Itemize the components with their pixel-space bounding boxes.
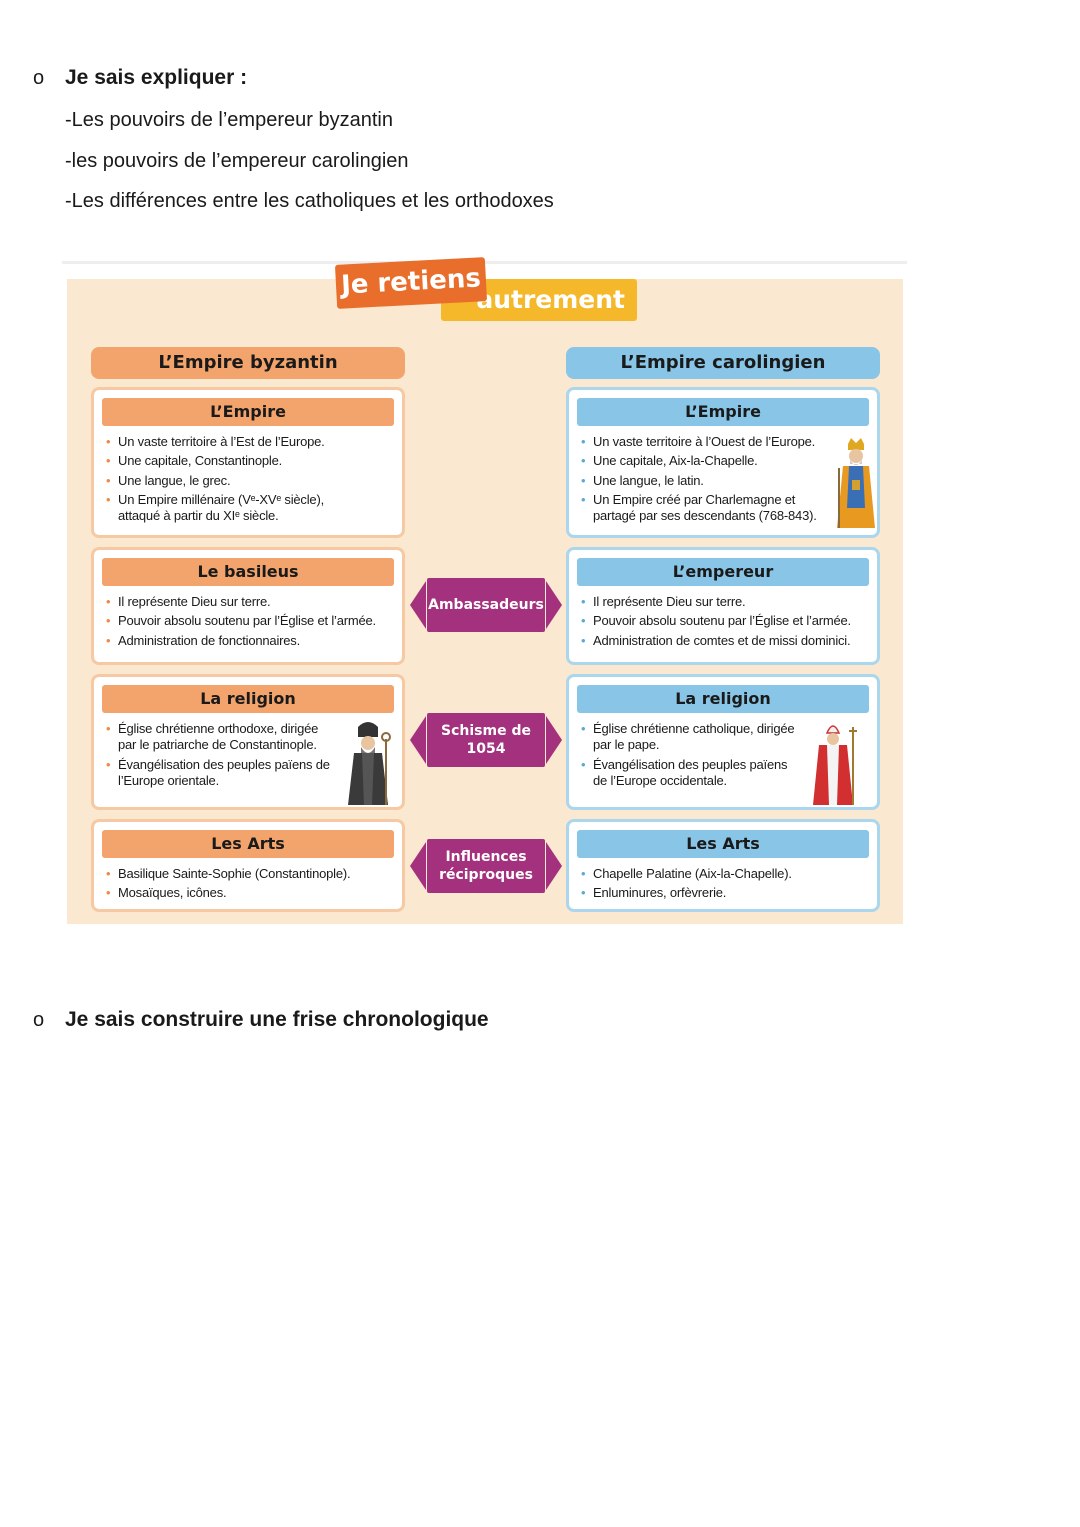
card-title: Le basileus <box>102 558 394 586</box>
list-item: Un vaste territoire à l’Ouest de l’Europ… <box>579 434 841 450</box>
list-item: Mosaïques, icônes. <box>104 885 350 901</box>
list-item: Une langue, le latin. <box>579 473 841 489</box>
card-title: Les Arts <box>577 830 869 858</box>
card-title: L’Empire <box>102 398 394 426</box>
list-item: Une langue, le grec. <box>104 473 348 489</box>
section-heading-timeline: Je sais construire une frise chronologiq… <box>65 1008 489 1032</box>
carolingian-arts-card: Les Arts Chapelle Palatine (Aix-la-Chape… <box>566 819 880 912</box>
list-item: Évangélisation des peuples païens de l’E… <box>579 757 799 790</box>
byzantine-empire-card: L’Empire Un vaste territoire à l’Est de … <box>91 387 405 538</box>
list-item: Un Empire millénaire (Vᵉ-XVᵉ siècle), at… <box>104 492 348 525</box>
byzantine-header: L’Empire byzantin <box>91 347 405 379</box>
influences-label: Influences réciproques <box>427 839 545 893</box>
byzantine-arts-card: Les Arts Basilique Sainte-Sophie (Consta… <box>91 819 405 912</box>
card-title: La religion <box>577 685 869 713</box>
list-item: Administration de fonctionnaires. <box>104 633 376 649</box>
list-item: Il représente Dieu sur terre. <box>104 594 376 610</box>
charlemagne-illustration <box>835 438 877 530</box>
list-item: Une capitale, Aix-la-Chapelle. <box>579 453 841 469</box>
list-item: Église chrétienne orthodoxe, dirigée par… <box>104 721 339 754</box>
objective-line: -les pouvoirs de l’empereur carolingien <box>65 150 409 173</box>
card-title: L’empereur <box>577 558 869 586</box>
list-item: Église chrétienne catholique, dirigée pa… <box>579 721 799 754</box>
list-item: Basilique Sainte-Sophie (Constantinople)… <box>104 866 350 882</box>
carolingian-religion-card: La religion Église chrétienne catholique… <box>566 674 880 810</box>
patriarch-illustration <box>344 719 392 807</box>
card-title: La religion <box>102 685 394 713</box>
card-title: L’Empire <box>577 398 869 426</box>
ambassadeurs-label: Ambassadeurs <box>427 578 545 632</box>
list-bullet: o <box>33 1009 44 1032</box>
objective-line: -Les pouvoirs de l’empereur byzantin <box>65 109 393 132</box>
list-item: Un vaste territoire à l’Est de l’Europe. <box>104 434 348 450</box>
pope-illustration <box>809 719 861 807</box>
arrow-left-icon <box>410 581 426 629</box>
list-item: Administration de comtes et de missi dom… <box>579 633 851 649</box>
list-item: Une capitale, Constantinople. <box>104 453 348 469</box>
carolingian-header: L’Empire carolingien <box>566 347 880 379</box>
objective-line: -Les différences entre les catholiques e… <box>65 190 554 213</box>
arrow-right-icon <box>546 842 562 890</box>
list-item: Enluminures, orfèvrerie. <box>579 885 792 901</box>
carolingian-emperor-card: L’empereur Il représente Dieu sur terre.… <box>566 547 880 665</box>
list-item: Pouvoir absolu soutenu par l’Église et l… <box>104 613 376 629</box>
arrow-right-icon <box>546 716 562 764</box>
basileus-card: Le basileus Il représente Dieu sur terre… <box>91 547 405 665</box>
figure-title-je-retiens: Je retiens <box>335 257 487 309</box>
arrow-right-icon <box>546 581 562 629</box>
list-item: Un Empire créé par Charlemagne et partag… <box>579 492 841 525</box>
card-title: Les Arts <box>102 830 394 858</box>
list-item: Pouvoir absolu soutenu par l’Église et l… <box>579 613 851 629</box>
schism-label: Schisme de 1054 <box>427 713 545 767</box>
section-heading-explain: Je sais expliquer : <box>65 66 247 90</box>
byzantine-religion-card: La religion Église chrétienne orthodoxe,… <box>91 674 405 810</box>
arrow-left-icon <box>410 842 426 890</box>
list-item: Il représente Dieu sur terre. <box>579 594 851 610</box>
list-bullet: o <box>33 67 44 90</box>
list-item: Évangélisation des peuples païens de l’E… <box>104 757 339 790</box>
arrow-left-icon <box>410 716 426 764</box>
list-item: Chapelle Palatine (Aix-la-Chapelle). <box>579 866 792 882</box>
carolingian-empire-card: L’Empire Un vaste territoire à l’Ouest d… <box>566 387 880 538</box>
